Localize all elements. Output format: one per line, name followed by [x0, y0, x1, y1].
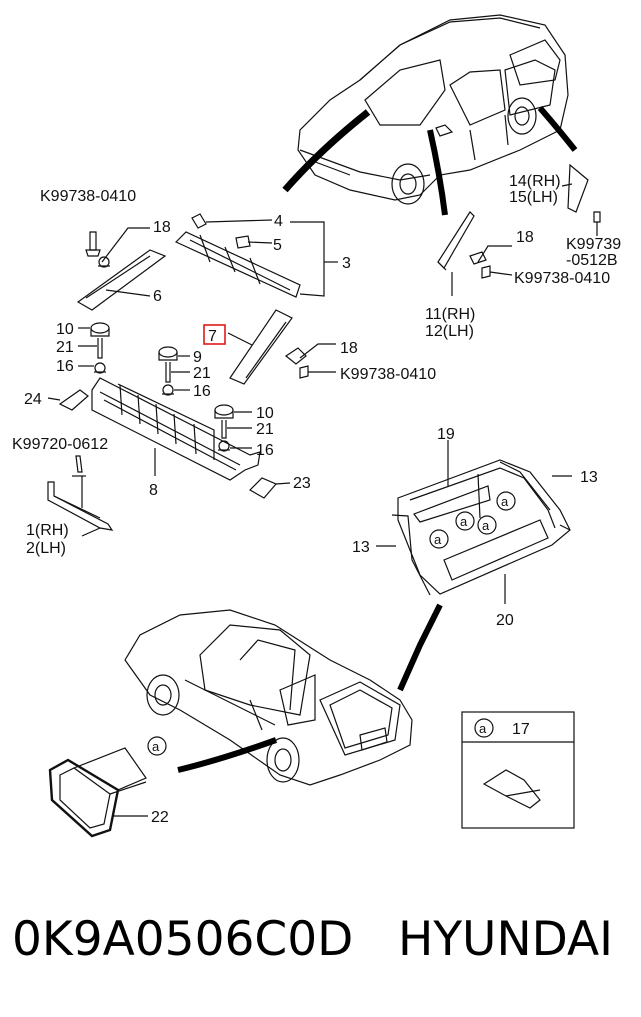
label-18-b: 18 [340, 340, 358, 357]
parts-diagram: K99738-0410 18 4 5 3 6 7 10 21 16 9 21 1… [12, 14, 621, 838]
label-16-a: 16 [56, 358, 74, 375]
label-bolt-k99738-0410-c: K99738-0410 [514, 270, 610, 287]
label-21-a: 21 [56, 339, 74, 356]
marker-a-text-3: a [482, 518, 490, 533]
part-8-cowl [91, 377, 261, 481]
marker-a-2 [455, 511, 475, 531]
label-19: 19 [437, 426, 455, 443]
marker-a-text-2: a [460, 514, 468, 529]
part-7-strip [229, 309, 293, 385]
label-22: 22 [151, 809, 169, 826]
marker-a-text-4: a [434, 532, 442, 547]
part-22 [48, 747, 147, 838]
label-16-c: 16 [256, 442, 274, 459]
part-3-strip [174, 231, 301, 298]
caption-bar: 0K9A0506C0D HYUNDAI [0, 900, 641, 990]
clip-stack-middle [158, 346, 178, 396]
label-15-lh: 15(LH) [509, 189, 558, 206]
label-3: 3 [342, 255, 351, 272]
legend-a-circle [474, 718, 494, 738]
part-11-12 [437, 211, 475, 269]
label-12-lh: 12(LH) [425, 323, 474, 340]
label-bolt-k99738-0410-a: K99738-0410 [40, 188, 136, 205]
label-13-a: 13 [580, 469, 598, 486]
car-top-illustration [297, 14, 569, 205]
marker-a-5 [147, 736, 167, 756]
rear-glass-set [391, 459, 571, 596]
label-9: 9 [193, 349, 202, 366]
part-1-2-bracket [47, 481, 114, 531]
label-2-lh: 2(LH) [26, 540, 66, 557]
label-24: 24 [24, 391, 42, 408]
marker-a-4 [429, 529, 449, 549]
label-8: 8 [149, 482, 158, 499]
label-7: 7 [208, 328, 217, 345]
legend-box [461, 711, 575, 829]
marker-a-text-5: a [152, 739, 160, 754]
label-14-rh: 14(RH) [509, 173, 561, 190]
label-1-rh: 1(RH) [26, 522, 69, 539]
part-23 [249, 477, 277, 499]
label-21-c: 21 [256, 421, 274, 438]
marker-a-1 [496, 491, 516, 511]
marker-a-3 [477, 515, 497, 535]
car-bottom-illustration [124, 609, 413, 786]
brand-caption: HYUNDAI [398, 912, 613, 967]
label-4: 4 [274, 213, 283, 230]
label-5: 5 [273, 237, 282, 254]
label-11-rh: 11(RH) [425, 306, 475, 323]
label-16-b: 16 [193, 383, 211, 400]
legend-17: 17 [512, 721, 530, 738]
highlight-box-7 [203, 324, 226, 345]
clip-stack-right [214, 404, 234, 452]
label-bolt-k99720-0612: K99720-0612 [12, 436, 108, 453]
label-13-b: 13 [352, 539, 370, 556]
legend-a-text: a [479, 721, 487, 736]
part-14-15 [567, 163, 589, 213]
label-21-b: 21 [193, 365, 211, 382]
label-6: 6 [153, 288, 162, 305]
bolt-left-top [85, 231, 110, 268]
label-20: 20 [496, 612, 514, 629]
part-number-caption: 0K9A0506C0D [12, 912, 354, 967]
marker-a-text-1: a [501, 494, 509, 509]
label-10-a: 10 [56, 321, 74, 338]
label-bolt-0512b: -0512B [566, 252, 618, 269]
part-24 [58, 389, 89, 411]
label-bolt-k99739: K99739 [566, 236, 621, 253]
part-6-panel [76, 249, 167, 311]
label-10-b: 10 [256, 405, 274, 422]
label-bolt-k99738-0410-b: K99738-0410 [340, 366, 436, 383]
label-18-a: 18 [153, 219, 171, 236]
label-18-c: 18 [516, 229, 534, 246]
clip-stack-left [90, 322, 110, 374]
label-23: 23 [293, 475, 311, 492]
